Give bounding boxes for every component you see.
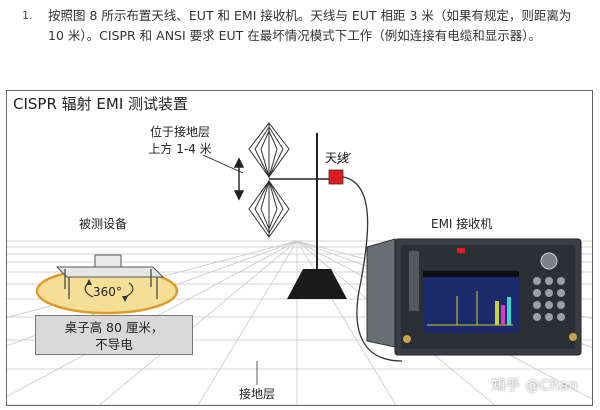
emi-receiver: [366, 238, 582, 356]
turntable-rotation-label: 360°: [93, 285, 122, 299]
table-note: 桌子高 80 厘米， 不导电: [35, 315, 193, 355]
receiver-label: EMI 接收机: [431, 217, 493, 231]
ground-plane-label: 接地层: [239, 387, 276, 401]
antenna-label: 天线: [325, 151, 350, 165]
height-adjust-arrow: [202, 154, 245, 201]
antenna-height-label: 位于接地层 上方 1-4 米: [148, 125, 212, 156]
step-text: 按照图 8 所示布置天线、EUT 和 EMI 接收机。天线与 EUT 相距 3 …: [48, 8, 572, 43]
receiver-input-port: [403, 335, 411, 343]
eut-device: [94, 254, 122, 268]
setup-illustration: [7, 122, 592, 405]
antenna-base: [287, 269, 347, 299]
biconical-antenna: [248, 122, 290, 238]
eut-label: 被测设备: [79, 217, 128, 231]
setup-figure: CISPR 辐射 EMI 测试装置: [6, 90, 593, 406]
watermark: 知乎 @Chan: [491, 378, 578, 394]
receiver-knob: [540, 252, 558, 270]
figure-title: CISPR 辐射 EMI 测试装置: [13, 95, 189, 113]
antenna-cable: [342, 176, 403, 362]
eut-table: [35, 254, 179, 315]
antenna-feed-point: [328, 169, 344, 185]
step-number: 1.: [22, 9, 33, 22]
